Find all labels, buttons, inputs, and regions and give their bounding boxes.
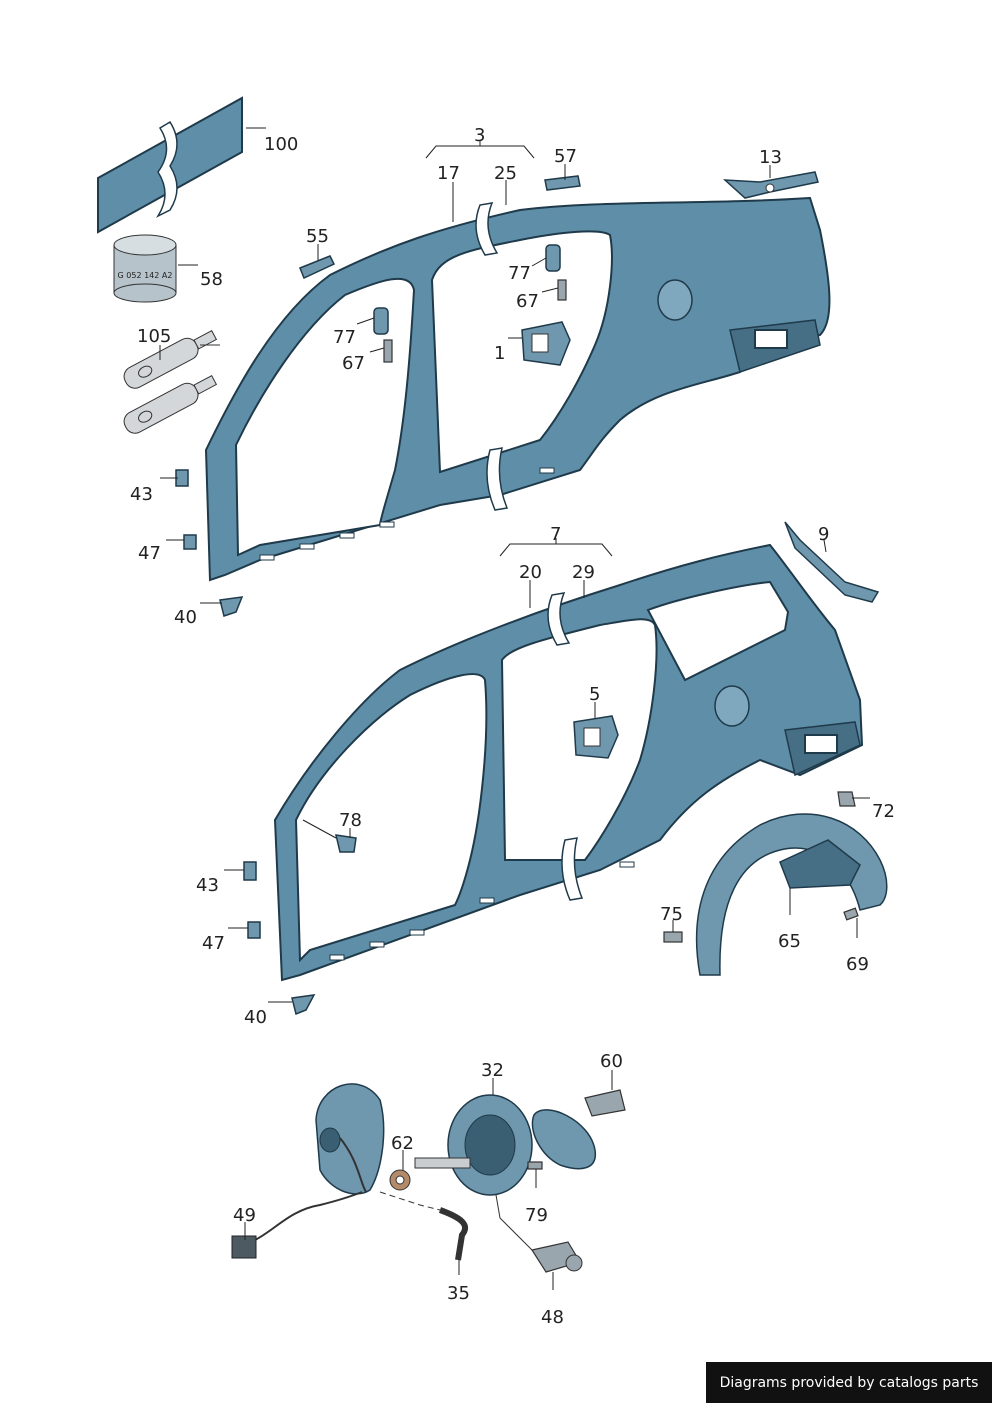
fuel-housing-seal-part [315, 1083, 385, 1195]
adhesive-cartridge-part [123, 329, 220, 434]
callout-43-upper: 43 [130, 484, 153, 505]
callout-67-upper-a: 67 [342, 353, 365, 374]
callout-62: 62 [391, 1133, 414, 1154]
callout-55: 55 [306, 226, 329, 247]
callout-77-upper-b: 77 [508, 263, 531, 284]
roof-trim-strip-55-part [299, 255, 336, 280]
callout-7: 7 [550, 524, 561, 545]
wheelhouse-liner-part [695, 813, 888, 976]
sealant-tin-part: G 052 142 A2 [113, 234, 177, 303]
callout-5: 5 [589, 684, 600, 705]
upper-side-panel-part [204, 196, 831, 582]
rear-bracket-13-part [722, 171, 819, 199]
callout-69: 69 [846, 954, 869, 975]
callout-67-upper-b: 67 [516, 291, 539, 312]
callout-49: 49 [233, 1205, 256, 1226]
callout-17: 17 [437, 163, 460, 184]
insulation-mat-part [97, 96, 243, 234]
wiring-harness-49-part [231, 1137, 367, 1259]
callout-100: 100 [264, 134, 298, 155]
lower-side-panel-part [273, 543, 864, 982]
attribution-banner: Diagrams provided by catalogs parts [706, 1362, 992, 1403]
striker-plate-5-part [573, 715, 619, 759]
clip-77-upper-a [373, 307, 389, 335]
sealant-tin-label: G 052 142 A2 [118, 271, 173, 280]
callout-58: 58 [200, 269, 223, 290]
sleeve-62-part [389, 1169, 411, 1191]
screw-67-upper-b [557, 279, 567, 301]
callout-57: 57 [554, 146, 577, 167]
callout-20: 20 [519, 562, 542, 583]
rear-strip-9-part [784, 521, 880, 603]
callout-29: 29 [572, 562, 595, 583]
callout-60: 60 [600, 1051, 623, 1072]
callout-78: 78 [339, 810, 362, 831]
callout-48: 48 [541, 1307, 564, 1328]
attribution-text: Diagrams provided by catalogs parts [719, 1374, 979, 1391]
clip-47-upper [183, 534, 197, 550]
fuel-flap-part [531, 1109, 596, 1170]
clip-72-part [837, 791, 856, 807]
callout-labels: 100 58 105 43 47 40 3 17 25 57 13 55 77 … [130, 125, 895, 1328]
callout-1: 1 [494, 343, 505, 364]
actuator-60-part [584, 1089, 626, 1117]
jack-mount-40-upper [219, 596, 244, 617]
callout-40-upper: 40 [174, 607, 197, 628]
screw-79-part [527, 1161, 543, 1170]
screw-67-upper-a [383, 339, 393, 363]
clip-43-lower [243, 861, 257, 881]
callout-75: 75 [660, 904, 683, 925]
callout-35: 35 [447, 1283, 470, 1304]
callout-79: 79 [525, 1205, 548, 1226]
callout-47-lower: 47 [202, 933, 225, 954]
callout-32: 32 [481, 1060, 504, 1081]
callout-47-upper: 47 [138, 543, 161, 564]
expansion-rivet-75-part [663, 931, 683, 943]
callout-77-upper-a: 77 [333, 327, 356, 348]
callout-40-lower: 40 [244, 1007, 267, 1028]
callout-9: 9 [818, 524, 829, 545]
screw-69-part [843, 907, 859, 921]
callout-13: 13 [759, 147, 782, 168]
drain-hose-35-part [438, 1207, 468, 1261]
striker-plate-1-part [521, 321, 571, 366]
callout-65: 65 [778, 931, 801, 952]
callout-72: 72 [872, 801, 895, 822]
lock-actuator-48-part [531, 1241, 583, 1273]
callout-43-lower: 43 [196, 875, 219, 896]
callout-105: 105 [137, 326, 171, 347]
clip-77-upper-b [545, 244, 561, 272]
leader-lines [159, 127, 870, 1290]
clip-78-part [335, 834, 357, 853]
callout-3: 3 [474, 125, 485, 146]
trim-clip-57-part [544, 175, 581, 191]
callout-25: 25 [494, 163, 517, 184]
clip-47-lower [247, 921, 261, 939]
jack-mount-40-lower [291, 994, 316, 1016]
fuel-filler-housing-32-part [414, 1094, 533, 1196]
